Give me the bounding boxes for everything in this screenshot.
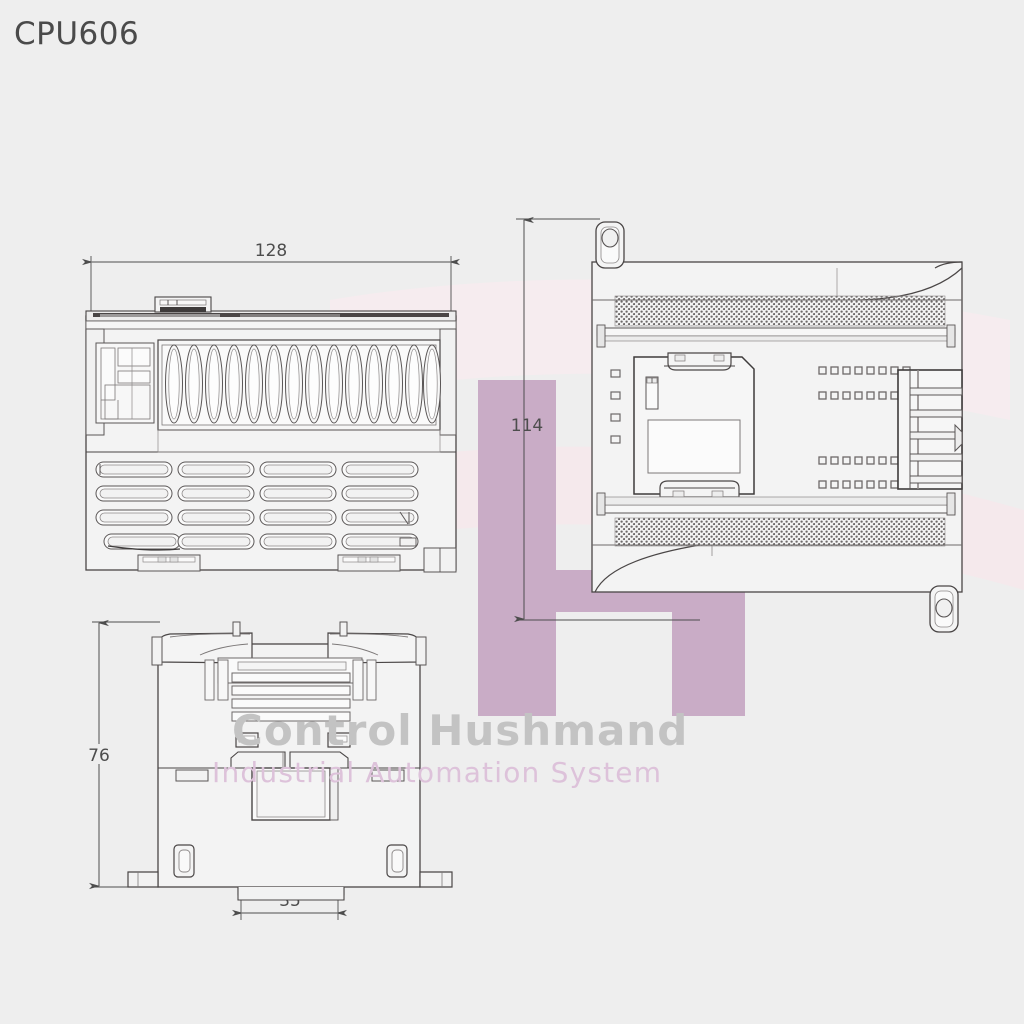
dimension-128: 128 <box>82 241 460 316</box>
side-view-mount-holes <box>173 844 408 878</box>
top-view-fin-block <box>157 339 441 431</box>
access-port <box>633 352 755 498</box>
dimension-114-label: 114 <box>511 416 543 436</box>
mounting-tab-bottom <box>929 585 959 633</box>
side-view: 76 35 <box>84 619 453 920</box>
mounting-tab-top <box>595 221 625 269</box>
top-view-left-mechanism <box>95 342 155 424</box>
dimension-128-label: 128 <box>255 241 287 261</box>
top-connector-strip <box>85 296 457 322</box>
side-view-mid-ledge <box>158 751 420 821</box>
dimension-76-label: 76 <box>88 746 110 766</box>
terminal-block <box>897 369 963 490</box>
side-view-feet <box>127 871 453 901</box>
side-view-top-shell <box>151 621 427 666</box>
front-view: 114 <box>511 216 963 633</box>
top-view: 128 <box>82 241 460 573</box>
dimension-76: 76 <box>84 619 160 890</box>
side-view-clips <box>235 732 351 748</box>
page-title: CPU606 <box>14 16 140 52</box>
side-view-vent-slots <box>204 657 377 722</box>
